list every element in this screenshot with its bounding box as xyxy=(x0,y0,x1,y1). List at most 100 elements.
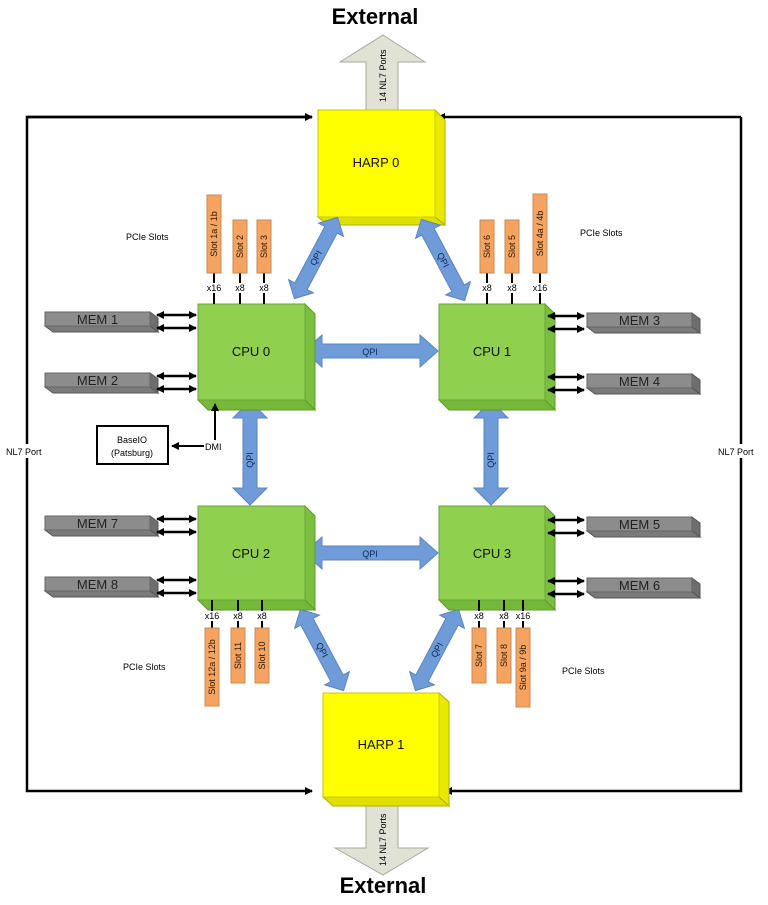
baseio-name: BaseIO xyxy=(117,435,147,445)
lane-width-label: x8 xyxy=(499,611,509,621)
cpu2-box[interactable]: CPU 2 xyxy=(196,504,317,612)
qpi-cpu0-cpu2: QPI xyxy=(231,400,269,506)
cpu0-label: CPU 0 xyxy=(232,344,270,359)
baseio-subtitle: (Patsburg) xyxy=(111,448,153,458)
nl7-ring-left xyxy=(25,113,313,795)
qpi-cpu3-harp1: QPI xyxy=(408,608,466,692)
mem7-module[interactable]: MEM 7 xyxy=(43,515,197,537)
slot-card xyxy=(230,627,246,684)
slot-card xyxy=(256,219,272,274)
slot-card xyxy=(496,627,512,684)
mem6-module[interactable]: MEM 6 xyxy=(547,577,702,599)
nl7-port-right-label: NL7 Port xyxy=(718,447,754,457)
external-bottom-arrow: 14 NL7 Ports xyxy=(333,796,430,876)
pcie-slot[interactable]: Slot 7 x8 xyxy=(470,600,488,684)
pcie-slots-label-cpu1: PCIe Slots xyxy=(580,228,623,238)
slot-label: Slot 5 xyxy=(507,235,517,258)
cpu3-box[interactable]: CPU 3 xyxy=(437,504,557,612)
mem3-module[interactable]: MEM 3 xyxy=(547,312,702,334)
cpu0-box[interactable]: CPU 0 xyxy=(196,302,317,412)
lane-width-label: x8 xyxy=(259,283,269,293)
dmi-label: DMI xyxy=(205,442,222,452)
mem8-module[interactable]: MEM 8 xyxy=(43,576,197,598)
slot-label: Slot 2 xyxy=(235,235,245,258)
pcie-slots-label-cpu2: PCIe Slots xyxy=(123,662,166,672)
lane-width-label: x8 xyxy=(482,283,492,293)
slot-label: Slot 11 xyxy=(233,642,243,669)
pcie-slot[interactable]: Slot 11 x8 xyxy=(229,600,247,684)
lane-width-label: x8 xyxy=(235,283,245,293)
mem1-label: MEM 1 xyxy=(77,312,118,327)
mem1-module[interactable]: MEM 1 xyxy=(43,311,197,333)
slot-label: Slot 10 xyxy=(257,641,267,669)
qpi-label: QPI xyxy=(245,452,255,468)
mem7-label: MEM 7 xyxy=(77,516,118,531)
external-top-title: External xyxy=(332,4,419,29)
external-top-arrow: 14 NL7 Ports xyxy=(338,34,427,113)
slot-label: Slot 12a / 12b xyxy=(207,639,217,695)
baseio-box[interactable]: BaseIO (Patsburg) xyxy=(96,425,169,465)
slot-label: Slot 1a / 1b xyxy=(209,211,219,257)
lane-width-label: x8 xyxy=(233,611,243,621)
lane-width-label: x16 xyxy=(207,283,222,293)
slot-label: Slot 3 xyxy=(259,235,269,258)
external-bottom-title: External xyxy=(340,873,427,898)
slot-card xyxy=(204,627,220,707)
pcie-slots-label-cpu3: PCIe Slots xyxy=(562,666,605,676)
nl7-ring-right xyxy=(437,113,743,795)
qpi-label: QPI xyxy=(362,347,378,357)
mem4-module[interactable]: MEM 4 xyxy=(547,373,702,395)
pcie-slot[interactable]: Slot 6x8 xyxy=(478,219,496,304)
mem5-module[interactable]: MEM 5 xyxy=(547,516,702,538)
pcie-slots-label-cpu0: PCIe Slots xyxy=(126,232,169,242)
slot-card xyxy=(479,219,495,274)
mem4-label: MEM 4 xyxy=(619,374,660,389)
pcie-slot[interactable]: Slot 10 x8 xyxy=(253,600,271,684)
pcie-slot[interactable]: Slot 2 x8 xyxy=(231,219,249,304)
lane-width-label: x16 xyxy=(516,611,531,621)
slot-card xyxy=(471,627,487,684)
lane-width-label: x8 xyxy=(257,611,267,621)
cpu3-label: CPU 3 xyxy=(473,546,511,561)
qpi-harp0-cpu0: QPI xyxy=(287,216,345,300)
qpi-label: QPI xyxy=(486,452,496,468)
lane-width-label: x8 xyxy=(507,283,517,293)
nl7-link-right-bottom xyxy=(444,117,743,795)
slot-card xyxy=(515,627,531,708)
qpi-harp0-cpu1: QPI xyxy=(414,218,472,302)
slot-card xyxy=(254,627,270,684)
mem8-label: MEM 8 xyxy=(77,577,118,592)
harp0-box[interactable]: HARP 0 xyxy=(316,108,447,227)
pcie-slot[interactable]: Slot 9a / 9b x16 xyxy=(514,600,532,708)
pcie-slot[interactable]: Slot 8 x8 xyxy=(495,600,513,684)
pcie-slot[interactable]: Slot 5 x8 xyxy=(503,219,521,304)
slot-label: Slot 4a / 4b xyxy=(535,211,545,257)
cpu1-label: CPU 1 xyxy=(473,344,511,359)
slot-card xyxy=(232,219,248,274)
slot-label: Slot 7 xyxy=(474,644,484,667)
mem3-label: MEM 3 xyxy=(619,313,660,328)
pcie-slot[interactable]: Slot 1a / 1b x16 xyxy=(205,194,223,304)
qpi-cpu2-cpu3: QPI xyxy=(303,535,439,571)
harp1-box[interactable]: HARP 1 xyxy=(321,691,451,808)
slot-card xyxy=(532,193,548,274)
mem2-module[interactable]: MEM 2 xyxy=(43,372,197,394)
slot-card xyxy=(504,219,520,274)
slot-card xyxy=(206,194,222,274)
slot-label: Slot 9a / 9b xyxy=(518,645,528,691)
mem6-label: MEM 6 xyxy=(619,578,660,593)
cpu2-label: CPU 2 xyxy=(232,546,270,561)
cpu1-box[interactable]: CPU 1 xyxy=(437,302,557,412)
mem5-label: MEM 5 xyxy=(619,517,660,532)
nl7-link-left-bottom xyxy=(25,115,313,795)
slot-label: Slot 8 xyxy=(499,644,509,667)
mem2-label: MEM 2 xyxy=(77,373,118,388)
nl7-port-left-label: NL7 Port xyxy=(6,447,42,457)
external-bottom-port-label: 14 NL7 Ports xyxy=(378,813,388,866)
pcie-slot[interactable]: Slot 3 x8 xyxy=(255,219,273,304)
qpi-cpu1-cpu3: QPI xyxy=(472,400,510,506)
lane-width-label: x8 xyxy=(474,611,484,621)
